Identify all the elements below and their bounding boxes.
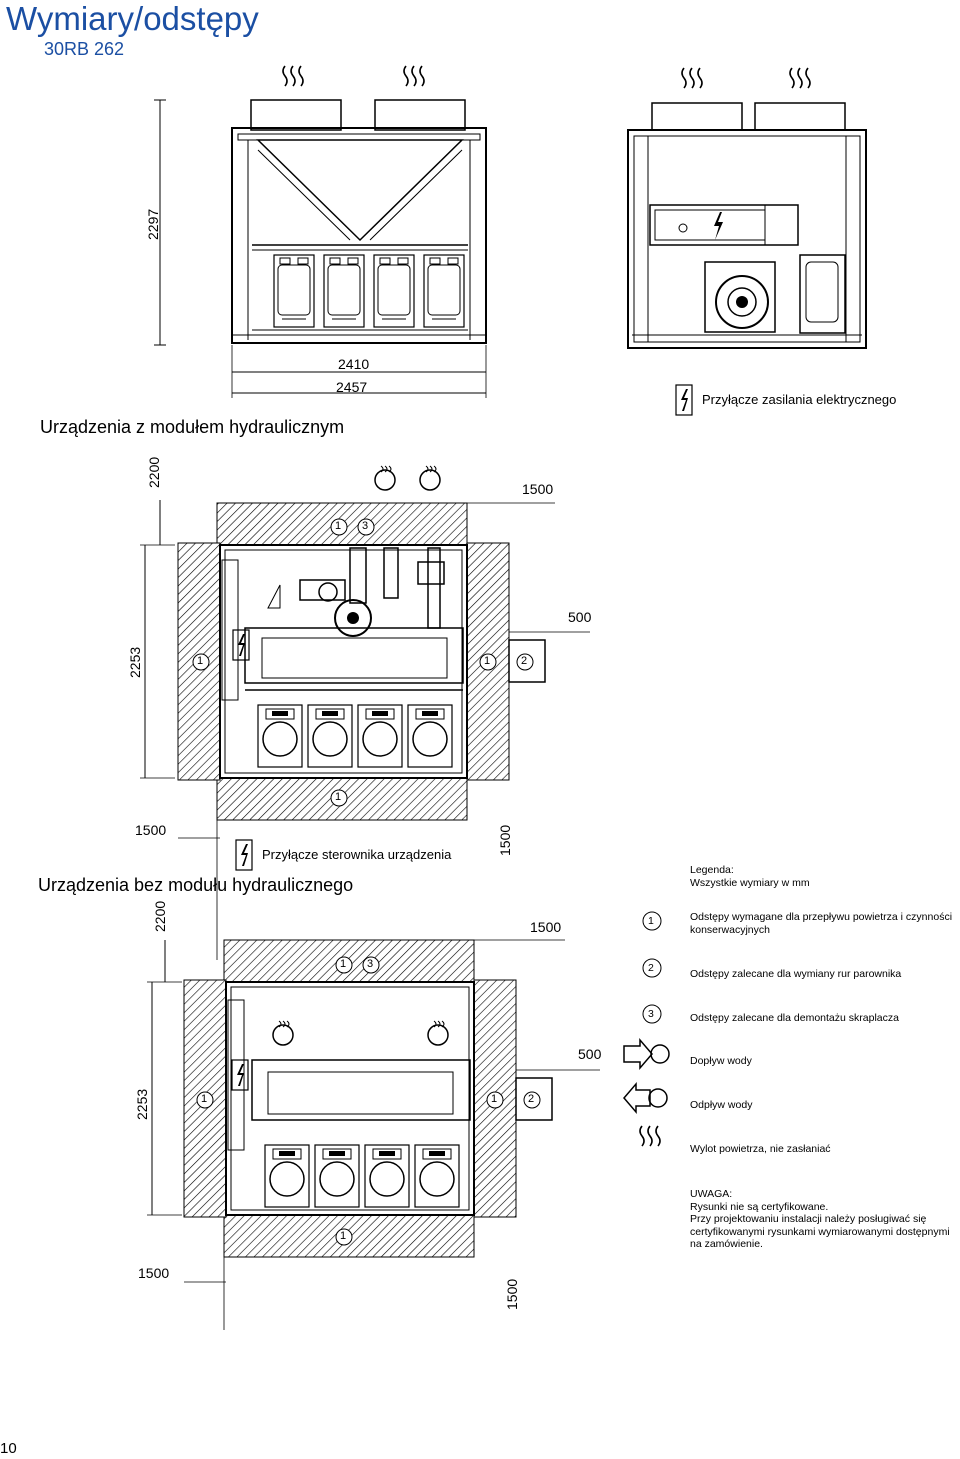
legend-item-2: Odstępy zalecane dla wymiany rur parowni… [690,968,902,980]
legend-key-2: 2 [648,962,654,974]
marker-3: 3 [367,958,374,970]
marker-1: 1 [201,1093,208,1105]
hyd-depth-dim: 2253 [127,646,143,678]
note-line2: Przy projektowaniu instalacji należy pos… [690,1213,927,1226]
legend-item-3: Odstępy zalecane dla demontażu skraplacz… [690,1012,899,1024]
marker-1: 1 [335,791,342,803]
hyd-500-dim: 500 [568,609,592,625]
nohyd-top-clearance-dim: 2200 [152,900,168,932]
legend-water-in: Dopływ wody [690,1055,752,1067]
marker-3: 3 [362,520,369,532]
power-connection-label: Przyłącze zasilania elektrycznego [702,392,897,407]
marker-1: 1 [197,655,204,667]
note-heading: UWAGA: [690,1188,733,1200]
legend-item-1-line1: Odstępy wymagane dla przepływu powietrza… [690,911,953,923]
model-number: 30RB 262 [44,39,125,59]
side-elevation-view [627,67,867,416]
page-number: 10 [0,1440,17,1457]
width-dimension-outer: 2457 [336,379,368,395]
note-line4: na zamówienie. [690,1238,763,1251]
section-hydraulic-title: Urządzenia z modułem hydraulicznym [40,417,345,437]
legend-heading: Legenda: [690,864,734,876]
width-dimension-inner: 2410 [338,356,370,372]
legend-units: Wszystkie wymiary w mm [690,877,810,889]
legend-water-out: Odpływ wody [690,1099,753,1111]
marker-1: 1 [340,958,347,970]
hyd-left-1500-dim: 1500 [135,822,167,838]
marker-1: 1 [340,1230,347,1242]
hyd-bottom-1500-dim: 1500 [497,824,513,856]
marker-1: 1 [335,520,342,532]
marker-1: 1 [484,655,491,667]
marker-2: 2 [521,655,528,667]
nohyd-bottom-1500-dim: 1500 [504,1278,520,1310]
legend-item-1-line2: konserwacyjnych [690,924,770,936]
legend-key-3: 3 [648,1008,654,1020]
legend-symbols [623,911,670,1147]
note-line3: certyfikowanymi rysunkami wymiarowanymi … [690,1225,950,1238]
front-elevation-view [154,65,487,398]
marker-2: 2 [528,1093,535,1105]
hyd-top-clearance-dim: 2200 [146,456,162,488]
legend-note: UWAGA: Rysunki nie są certyfikowane. Prz… [690,1188,950,1251]
controller-connection-label: Przyłącze sterownika urządzenia [262,847,452,862]
legend-air-out: Wylot powietrza, nie zasłaniać [690,1143,831,1155]
page-title: Wymiary/odstępy [6,0,259,37]
height-dimension: 2297 [145,208,161,240]
legend-key-1: 1 [648,915,654,927]
plan-without-hydraulic-module [147,939,600,1330]
nohyd-depth-dim: 2253 [134,1088,150,1120]
section-no-hydraulic-title: Urządzenia bez modułu hydraulicznego [38,875,354,895]
nohyd-500-dim: 500 [578,1046,602,1062]
nohyd-side-1500-dim: 1500 [530,919,562,935]
nohyd-left-1500-dim: 1500 [138,1265,170,1281]
marker-1: 1 [491,1093,498,1105]
hyd-side-1500-dim: 1500 [522,481,554,497]
note-line1: Rysunki nie są certyfikowane. [690,1200,829,1213]
plan-with-hydraulic-module [140,465,590,960]
